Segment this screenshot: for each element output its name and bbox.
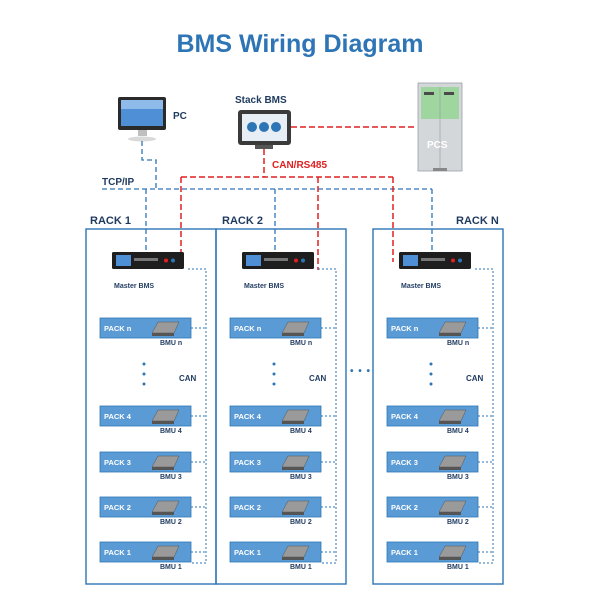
pc-label: PC xyxy=(173,111,187,122)
pack-label: PACK 3 xyxy=(234,458,261,467)
rack-title-3: RACK N xyxy=(456,215,499,227)
pack-label: PACK 2 xyxy=(104,503,131,512)
pack-label: PACK n xyxy=(104,324,132,333)
pcs-icon xyxy=(417,82,463,172)
stack-bms-label: Stack BMS xyxy=(235,95,287,106)
pack-box xyxy=(99,496,192,518)
ellipsis-dot xyxy=(272,382,276,386)
ellipsis-dot xyxy=(429,382,433,386)
pack-label: PACK 1 xyxy=(234,548,261,557)
pack-label: PACK 4 xyxy=(104,412,131,421)
ellipsis-dot xyxy=(272,372,276,376)
rack-frame-2 xyxy=(215,228,347,585)
can-rs485-label: CAN/RS485 xyxy=(272,160,328,171)
bmu-label: BMU 2 xyxy=(447,519,469,526)
can-label: CAN xyxy=(179,374,197,383)
pack-label: PACK n xyxy=(391,324,419,333)
master-bms-label: Master BMS xyxy=(244,283,285,290)
master-bms-label: Master BMS xyxy=(114,283,155,290)
bmu-label: BMU 2 xyxy=(290,519,312,526)
bmu-label: BMU 2 xyxy=(160,519,182,526)
master-bms-unit-icon xyxy=(399,252,471,269)
bmu-label: BMU 4 xyxy=(447,428,469,435)
bmu-label: BMU 3 xyxy=(447,474,469,481)
pack-label: PACK n xyxy=(234,324,262,333)
pack-label: PACK 4 xyxy=(234,412,261,421)
rack-title-2: RACK 2 xyxy=(222,215,263,227)
ellipsis-dot xyxy=(429,372,433,376)
bmu-label: BMU n xyxy=(447,340,470,347)
bmu-label: BMU n xyxy=(160,340,183,347)
can-chain-line xyxy=(318,268,337,564)
bmu-label: BMU 3 xyxy=(160,474,182,481)
tcp-ip-label: TCP/IP xyxy=(102,177,135,188)
pack-box xyxy=(386,541,479,563)
can-label: CAN xyxy=(309,374,327,383)
can-chain-line xyxy=(475,268,494,564)
ellipsis-dot xyxy=(272,362,276,366)
pack-box xyxy=(386,405,479,427)
rack-frame-n xyxy=(372,228,504,585)
bmu-label: BMU 3 xyxy=(290,474,312,481)
ellipsis-dot xyxy=(142,372,146,376)
ellipsis-dot xyxy=(142,362,146,366)
pack-box xyxy=(229,496,322,518)
pack-label: PACK 3 xyxy=(104,458,131,467)
bmu-label: BMU 1 xyxy=(447,564,469,571)
pcs-label: PCS xyxy=(427,140,448,151)
master-bms-label: Master BMS xyxy=(401,283,442,290)
pack-box xyxy=(229,405,322,427)
pack-label: PACK 2 xyxy=(234,503,261,512)
pack-label: PACK 1 xyxy=(391,548,418,557)
bmu-label: BMU 4 xyxy=(290,428,312,435)
bmu-label: BMU n xyxy=(290,340,313,347)
ellipsis-dot xyxy=(142,382,146,386)
pack-box xyxy=(386,451,479,473)
master-bms-unit-icon xyxy=(112,252,184,269)
pack-label: PACK 2 xyxy=(391,503,418,512)
can-chain-line xyxy=(188,268,207,564)
pack-box xyxy=(99,405,192,427)
more-racks-ellipsis: • • • xyxy=(350,366,372,377)
bmu-label: BMU 4 xyxy=(160,428,182,435)
pack-label: PACK 1 xyxy=(104,548,131,557)
pack-label: PACK 4 xyxy=(391,412,418,421)
can-label: CAN xyxy=(466,374,484,383)
pc-icon xyxy=(118,97,166,142)
pack-box xyxy=(99,451,192,473)
master-bms-unit-icon xyxy=(242,252,314,269)
pack-box xyxy=(99,317,192,339)
stack-bms-icon xyxy=(238,110,291,149)
bmu-label: BMU 1 xyxy=(160,564,182,571)
rack-title-1: RACK 1 xyxy=(90,215,131,227)
diagram-title: BMS Wiring Diagram xyxy=(176,30,424,58)
ellipsis-dot xyxy=(429,362,433,366)
pack-box xyxy=(229,451,322,473)
bmu-label: BMU 1 xyxy=(290,564,312,571)
pc-to-bus-line xyxy=(141,141,157,189)
pack-label: PACK 3 xyxy=(391,458,418,467)
